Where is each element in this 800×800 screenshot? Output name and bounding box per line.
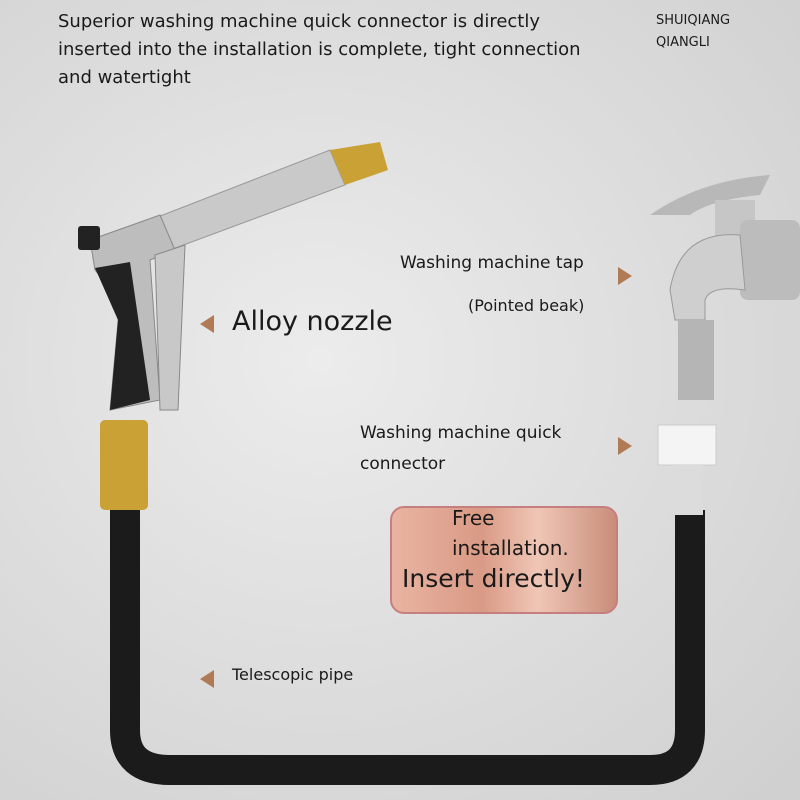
pointed-beak-label: (Pointed beak) <box>468 296 585 315</box>
arrow-right-icon <box>618 437 632 455</box>
water-tap-icon <box>650 175 800 515</box>
arrow-left-icon <box>200 315 214 333</box>
free-installation-badge: Free installation. Insert directly! <box>390 506 618 614</box>
brand-line: SHUIQIANG <box>656 13 731 28</box>
badge-line: Insert directly! <box>402 564 585 593</box>
headline: Superior washing machine quick connector… <box>58 11 581 88</box>
brand-line: QIANGLI <box>656 35 710 50</box>
alloy-nozzle-label: Alloy nozzle <box>232 306 393 337</box>
arrow-left-icon <box>200 670 214 688</box>
telescopic-pipe-label: Telescopic pipe <box>232 665 354 684</box>
badge-line: Free <box>452 506 495 530</box>
badge-line: installation. <box>452 536 569 560</box>
tap-label: Washing machine tap <box>400 253 584 273</box>
quick-connector-label: Washing machine quick connector <box>360 423 562 474</box>
brand-name: SHUIQIANG QIANGLI <box>656 10 730 54</box>
spray-gun-icon <box>78 142 705 785</box>
arrow-right-icon <box>618 267 632 285</box>
